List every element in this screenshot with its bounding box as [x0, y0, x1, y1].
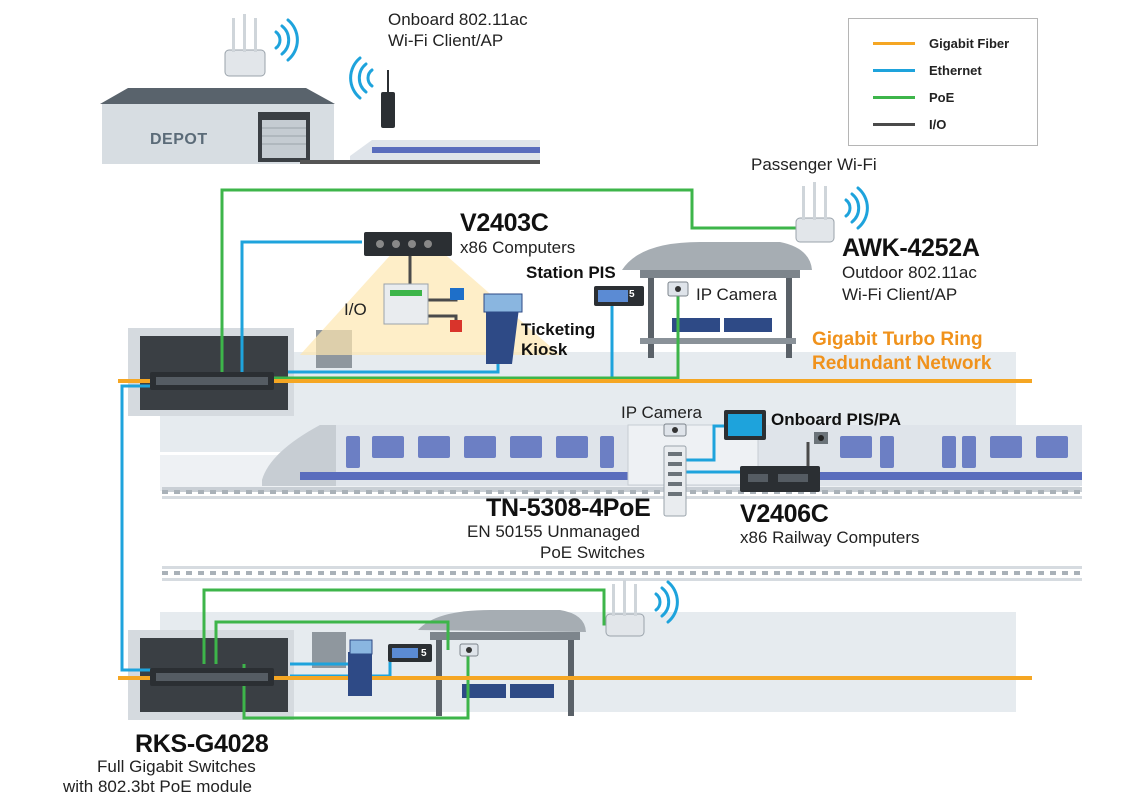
v2406c-name: V2406C — [740, 500, 829, 528]
lower-kiosk-device — [348, 639, 373, 696]
io-sensor-blue — [450, 288, 464, 300]
rks-desc-line2: with 802.3bt PoE module — [63, 777, 253, 796]
awk-name: AWK-4252A — [842, 234, 980, 262]
rks-switch-lower — [150, 668, 274, 686]
legend-label: Gigabit Fiber — [929, 35, 1010, 51]
lower-pis-device — [388, 644, 432, 662]
legend-item-io: I/O — [873, 116, 946, 132]
onboard-wifi-client-device — [381, 70, 395, 128]
legend-item-ethernet: Ethernet — [873, 62, 982, 78]
depot-wifi-label-line1: Onboard 802.11ac — [388, 10, 528, 29]
onboard-pis-label: Onboard PIS/PA — [771, 410, 902, 429]
legend-label: I/O — [929, 116, 947, 132]
tn-desc-line1: EN 50155 Unmanaged — [467, 522, 640, 541]
onboard-pa-speaker — [814, 432, 828, 444]
ring-label-line2: Redundant Network — [812, 353, 992, 374]
ticketing-label-line2: Kiosk — [521, 340, 568, 359]
onboard-pis-monitor — [724, 410, 766, 440]
io-module-device — [383, 283, 429, 325]
passenger-wifi-label: Passenger Wi-Fi — [751, 155, 877, 174]
lower-ip-camera-device — [459, 643, 479, 657]
legend-swatch-fiber — [873, 41, 915, 45]
rks-name: RKS-G4028 — [135, 730, 269, 758]
rks-desc-line1: Full Gigabit Switches — [97, 757, 256, 776]
io-label: I/O — [344, 300, 367, 319]
legend-item-poe: PoE — [873, 89, 954, 105]
awk-desc-line2: Wi-Fi Client/AP — [842, 285, 958, 304]
station-pis-device — [594, 286, 644, 306]
depot-wifi-icon — [274, 18, 299, 62]
legend-label: PoE — [929, 89, 955, 105]
depot-building — [100, 88, 335, 164]
onboard-wifi-icon — [349, 56, 374, 100]
depot-wifi-label-line2: Wi-Fi Client/AP — [388, 31, 504, 50]
legend-swatch-poe — [873, 95, 915, 99]
lower-pis-number: 5 — [421, 648, 427, 659]
ip-camera-station-device — [667, 281, 689, 297]
station-pis-label: Station PIS — [526, 263, 616, 282]
v2406c-desc: x86 Railway Computers — [740, 528, 920, 547]
v2406c-device — [740, 466, 820, 492]
rks-switch-upper — [150, 372, 274, 390]
tn-name: TN-5308-4PoE — [486, 494, 651, 522]
legend: Gigabit Fiber Ethernet PoE I/O — [848, 18, 1038, 146]
awk-wifi-icon — [844, 186, 869, 230]
ip-camera-station-label: IP Camera — [696, 285, 777, 304]
v2403c-device — [364, 232, 452, 256]
ring-label-line1: Gigabit Turbo Ring — [812, 329, 983, 350]
ip-camera-train-label: IP Camera — [621, 403, 702, 422]
awk-4252a-device — [795, 182, 835, 243]
awk-desc-line1: Outdoor 802.11ac — [842, 263, 977, 282]
legend-item-fiber: Gigabit Fiber — [873, 35, 1009, 51]
v2403c-name: V2403C — [460, 209, 549, 237]
legend-swatch-io — [873, 122, 915, 126]
tn-5308-switch-device — [663, 445, 687, 517]
rail-track-lower — [162, 566, 1082, 581]
tn-desc-line2: PoE Switches — [540, 543, 645, 562]
v2403c-desc: x86 Computers — [460, 238, 576, 257]
ip-camera-train-device — [663, 423, 687, 437]
upper-shelter — [622, 242, 812, 358]
station-pis-number: 5 — [629, 289, 635, 300]
depot-ap-device — [224, 14, 266, 77]
io-sensor-red — [450, 320, 462, 332]
depot-label: DEPOT — [150, 131, 208, 148]
legend-label: Ethernet — [929, 62, 982, 78]
ticketing-kiosk-device — [483, 293, 523, 364]
lower-wifi-icon — [654, 580, 679, 624]
lower-ap-device — [605, 580, 645, 637]
train-windows — [346, 436, 1068, 468]
legend-swatch-ethernet — [873, 68, 915, 72]
ticketing-label-line1: Ticketing — [521, 320, 596, 339]
rail-track-upper — [162, 487, 1082, 499]
depot-train — [300, 140, 540, 164]
